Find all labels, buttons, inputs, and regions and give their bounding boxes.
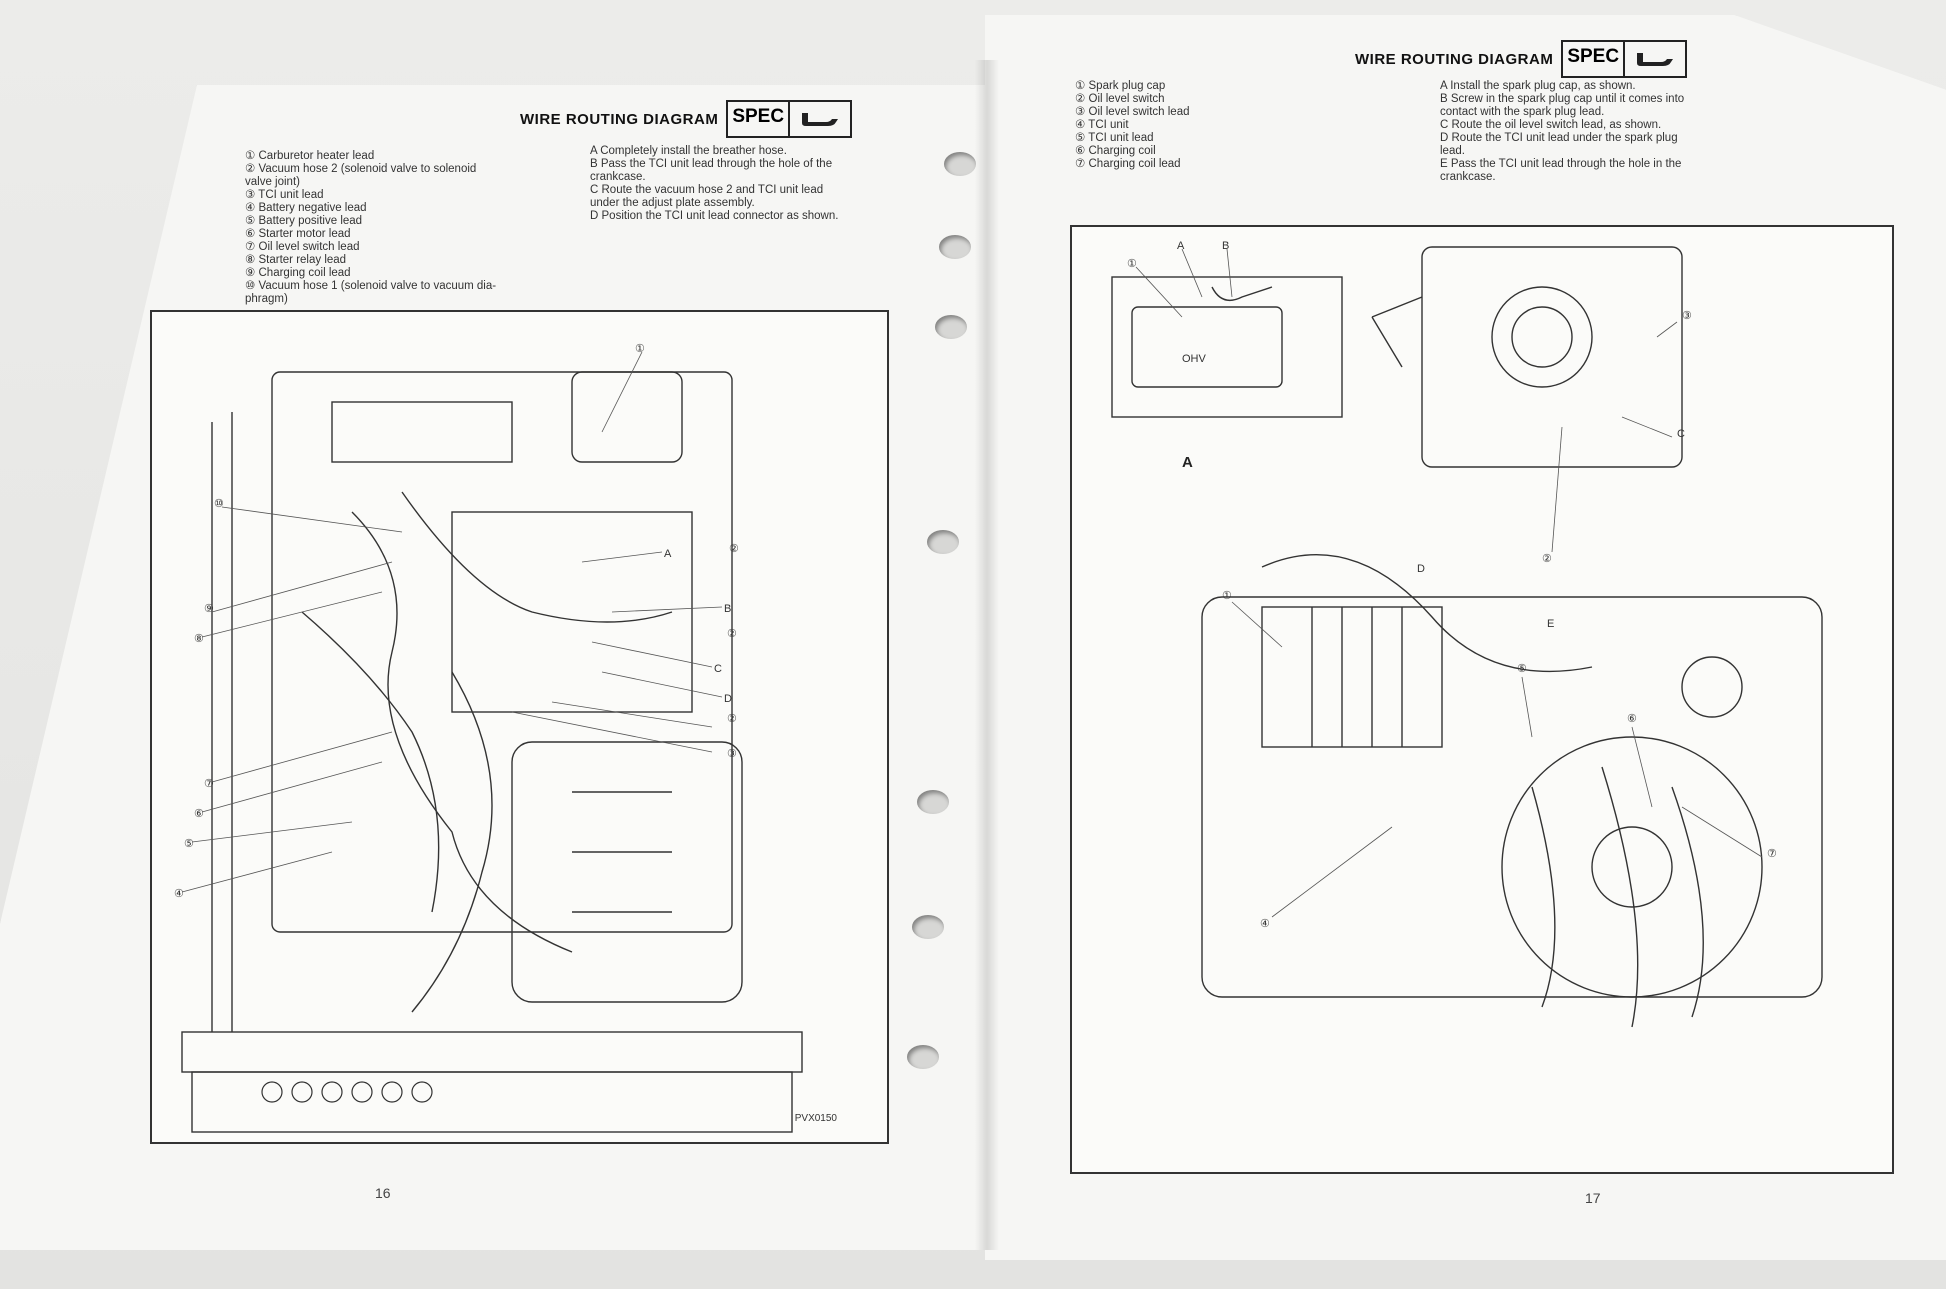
list-item: ① Spark plug cap	[1075, 80, 1166, 92]
right-parts-list: ① Spark plug cap ② Oil level switch ③ Oi…	[1075, 80, 1190, 171]
callout-5: ⑤	[1517, 663, 1527, 675]
instruction-item: D Position the TCI unit lead connector a…	[590, 210, 839, 222]
list-item: ① Carburetor heater lead	[245, 150, 375, 162]
binder-hole	[907, 1045, 939, 1069]
ohv-label: OHV	[1182, 353, 1207, 365]
book-spine-fold	[975, 60, 999, 1250]
left-engine-figure: ① ② ② ② ③ ④ ⑤ ⑥ ⑦ ⑧ ⑨ ⑩ A B C D PVX0150	[150, 310, 889, 1144]
callout-C: C	[1677, 428, 1685, 440]
left-spec-label: SPEC	[728, 102, 791, 136]
callout-3: ③	[1682, 310, 1692, 322]
left-header-title: WIRE ROUTING DIAGRAM	[520, 110, 719, 128]
callout-4: ④	[1260, 918, 1270, 930]
instruction-item: C Route the oil level switch lead, as sh…	[1440, 119, 1662, 131]
list-item: ③ TCI unit lead	[245, 189, 324, 201]
instruction-item: under the adjust plate assembly.	[590, 197, 755, 209]
callout-2: ②	[1542, 553, 1552, 565]
right-engine-figure: ① ② ③ ① ④ ⑤ ⑥ ⑦ A B C D E OHV A	[1070, 225, 1894, 1174]
callout-2b: ②	[727, 628, 737, 640]
right-header: WIRE ROUTING DIAGRAM SPEC	[1355, 40, 1688, 78]
list-item: ② Vacuum hose 2 (solenoid valve to solen…	[245, 163, 477, 175]
tool-icon	[790, 102, 850, 136]
list-item: valve joint)	[245, 176, 300, 188]
callout-D: D	[1417, 563, 1425, 575]
binder-hole	[944, 152, 976, 176]
instruction-item: contact with the spark plug lead.	[1440, 106, 1605, 118]
tool-icon	[1625, 42, 1685, 76]
list-item: ⑥ Charging coil	[1075, 145, 1156, 157]
callout-10: ⑩	[214, 498, 224, 510]
callout-6: ⑥	[194, 808, 204, 820]
callout-E: E	[1547, 618, 1554, 630]
right-page-number: 17	[1585, 1190, 1601, 1206]
figure-code: PVX0150	[794, 1113, 837, 1124]
instruction-item: B Screw in the spark plug cap until it c…	[1440, 93, 1685, 105]
callout-7: ⑦	[204, 778, 214, 790]
callout-5: ⑤	[184, 838, 194, 850]
right-spec-box: SPEC	[1561, 40, 1688, 78]
left-page: WIRE ROUTING DIAGRAM SPEC ① Carburetor h…	[0, 85, 985, 1250]
right-page: WIRE ROUTING DIAGRAM SPEC ① Spark plug c…	[985, 15, 1946, 1260]
callout-2c: ②	[727, 713, 737, 725]
callout-7: ⑦	[1767, 848, 1777, 860]
instruction-item: crankcase.	[1440, 171, 1496, 183]
left-instructions: A Completely install the breather hose. …	[590, 145, 838, 223]
left-header: WIRE ROUTING DIAGRAM SPEC	[520, 100, 853, 138]
instruction-item: D Route the TCI unit lead under the spar…	[1440, 132, 1678, 144]
instruction-item: A Completely install the breather hose.	[590, 145, 787, 157]
callout-1: ①	[635, 343, 645, 355]
binder-hole	[935, 315, 967, 339]
left-parts-list: ① Carburetor heater lead ② Vacuum hose 2…	[245, 150, 496, 306]
right-spec-label: SPEC	[1563, 42, 1626, 76]
binder-hole	[917, 790, 949, 814]
right-header-title: WIRE ROUTING DIAGRAM	[1355, 50, 1554, 68]
callout-9: ⑨	[204, 603, 214, 615]
list-item: ⑧ Starter relay lead	[245, 254, 347, 266]
callout-A: A	[664, 548, 672, 560]
detail-label-A: A	[1182, 454, 1193, 471]
callout-B: B	[724, 603, 731, 615]
list-item: phragm)	[245, 293, 288, 305]
callout-1: ①	[1127, 258, 1137, 270]
callout-D: D	[724, 693, 732, 705]
callout-6: ⑥	[1627, 713, 1637, 725]
list-item: ⑥ Starter motor lead	[245, 228, 351, 240]
instruction-item: B Pass the TCI unit lead through the hol…	[590, 158, 833, 170]
callout-A: A	[1177, 240, 1185, 252]
engine-line-drawing: ① ② ② ② ③ ④ ⑤ ⑥ ⑦ ⑧ ⑨ ⑩ A B C D	[174, 343, 803, 1133]
callout-1b: ①	[1222, 590, 1232, 602]
right-instructions: A Install the spark plug cap, as shown. …	[1440, 80, 1684, 184]
binder-hole	[912, 915, 944, 939]
left-spec-box: SPEC	[726, 100, 853, 138]
list-item: ⑩ Vacuum hose 1 (solenoid valve to vacuu…	[245, 280, 497, 292]
instruction-item: C Route the vacuum hose 2 and TCI unit l…	[590, 184, 824, 196]
callout-C: C	[714, 663, 722, 675]
list-item: ④ Battery negative lead	[245, 202, 367, 214]
callout-2: ②	[729, 543, 739, 555]
list-item: ② Oil level switch	[1075, 93, 1165, 105]
list-item: ⑤ Battery positive lead	[245, 215, 363, 227]
list-item: ③ Oil level switch lead	[1075, 106, 1190, 118]
list-item: ⑦ Oil level switch lead	[245, 241, 360, 253]
left-page-number: 16	[375, 1185, 391, 1201]
binder-hole	[939, 235, 971, 259]
instruction-item: E Pass the TCI unit lead through the hol…	[1440, 158, 1682, 170]
callout-8: ⑧	[194, 633, 204, 645]
binder-hole	[927, 530, 959, 554]
list-item: ④ TCI unit	[1075, 119, 1129, 131]
instruction-item: crankcase.	[590, 171, 646, 183]
instruction-item: lead.	[1440, 145, 1465, 157]
list-item: ⑦ Charging coil lead	[1075, 158, 1181, 170]
instruction-item: A Install the spark plug cap, as shown.	[1440, 80, 1636, 92]
callout-B: B	[1222, 240, 1229, 252]
list-item: ⑤ TCI unit lead	[1075, 132, 1154, 144]
engine-detail-drawing: ① ② ③ ① ④ ⑤ ⑥ ⑦ A B C D E OHV A	[1111, 240, 1823, 1028]
callout-4: ④	[174, 888, 184, 900]
list-item: ⑨ Charging coil lead	[245, 267, 351, 279]
callout-3: ③	[727, 748, 737, 760]
